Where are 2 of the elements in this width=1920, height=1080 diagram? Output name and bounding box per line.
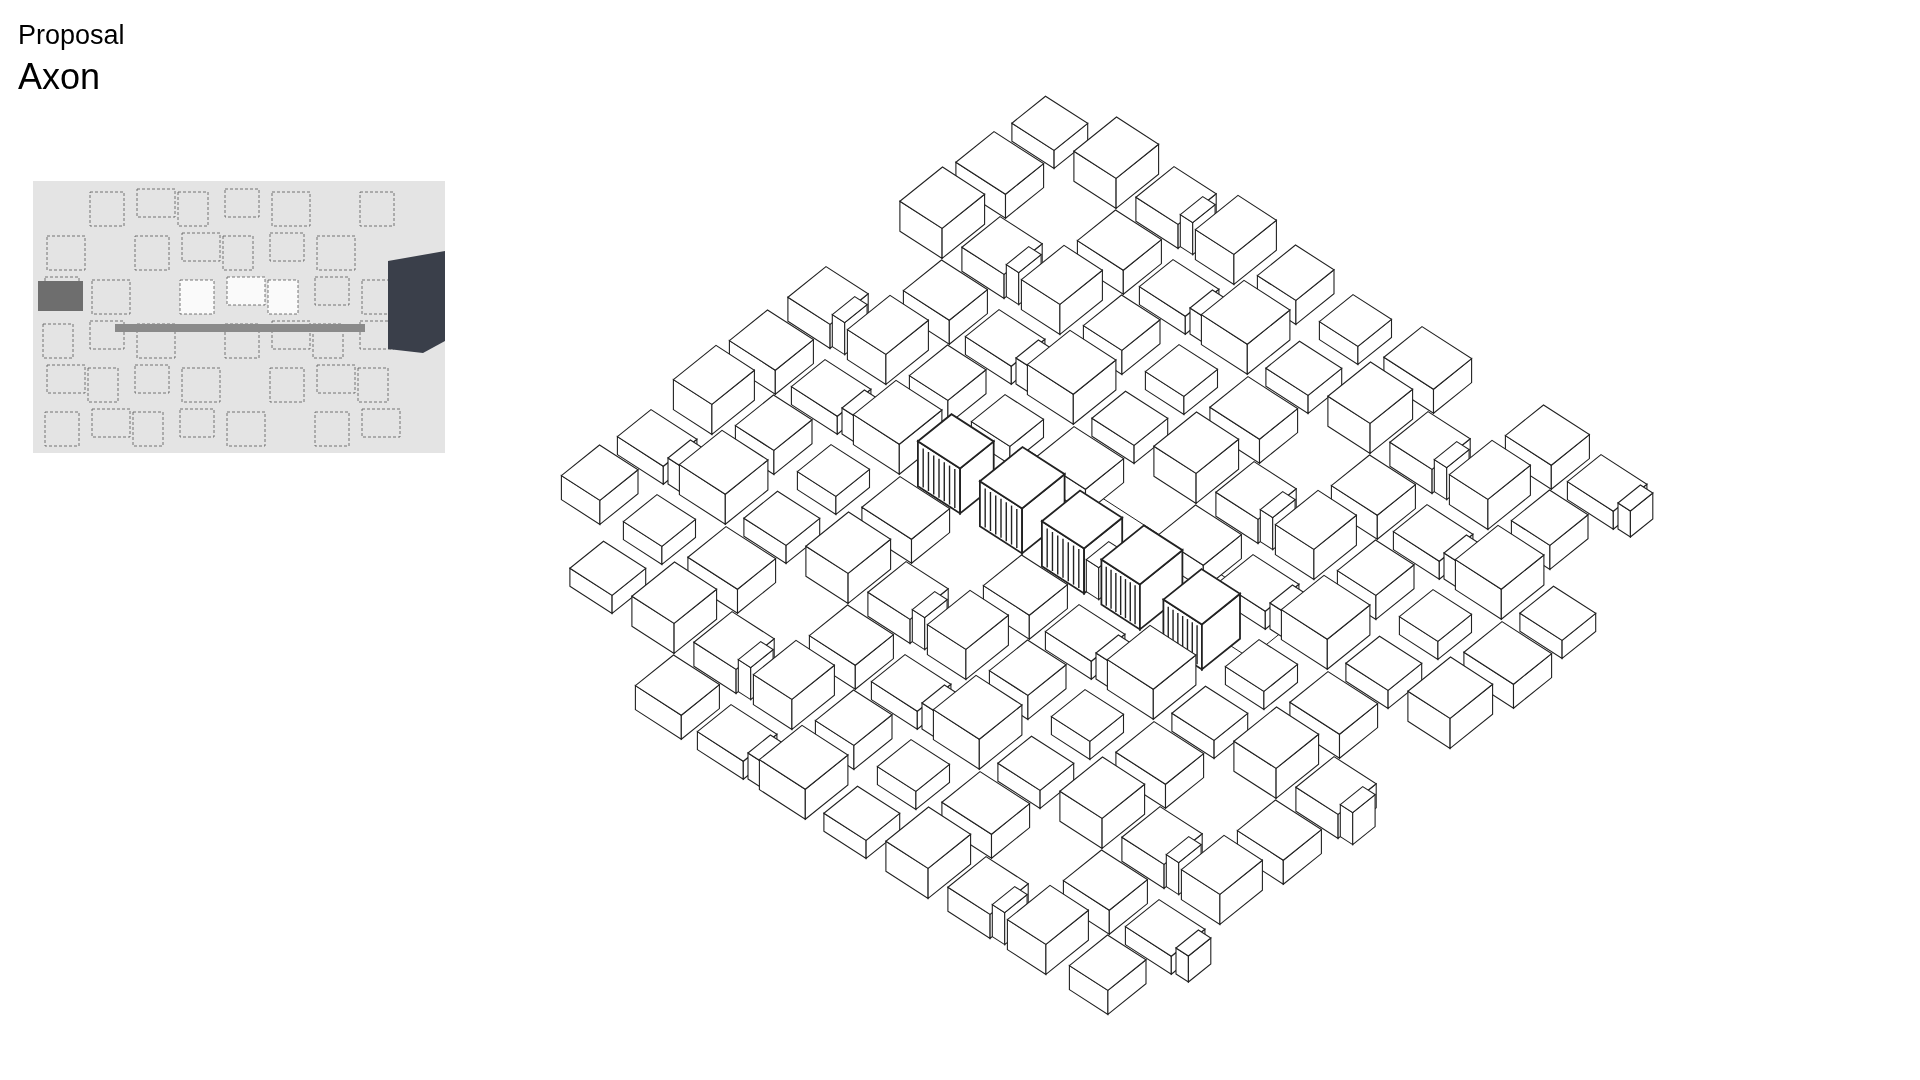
heading-label: Proposal bbox=[18, 20, 125, 51]
title-label: Axon bbox=[18, 56, 101, 98]
